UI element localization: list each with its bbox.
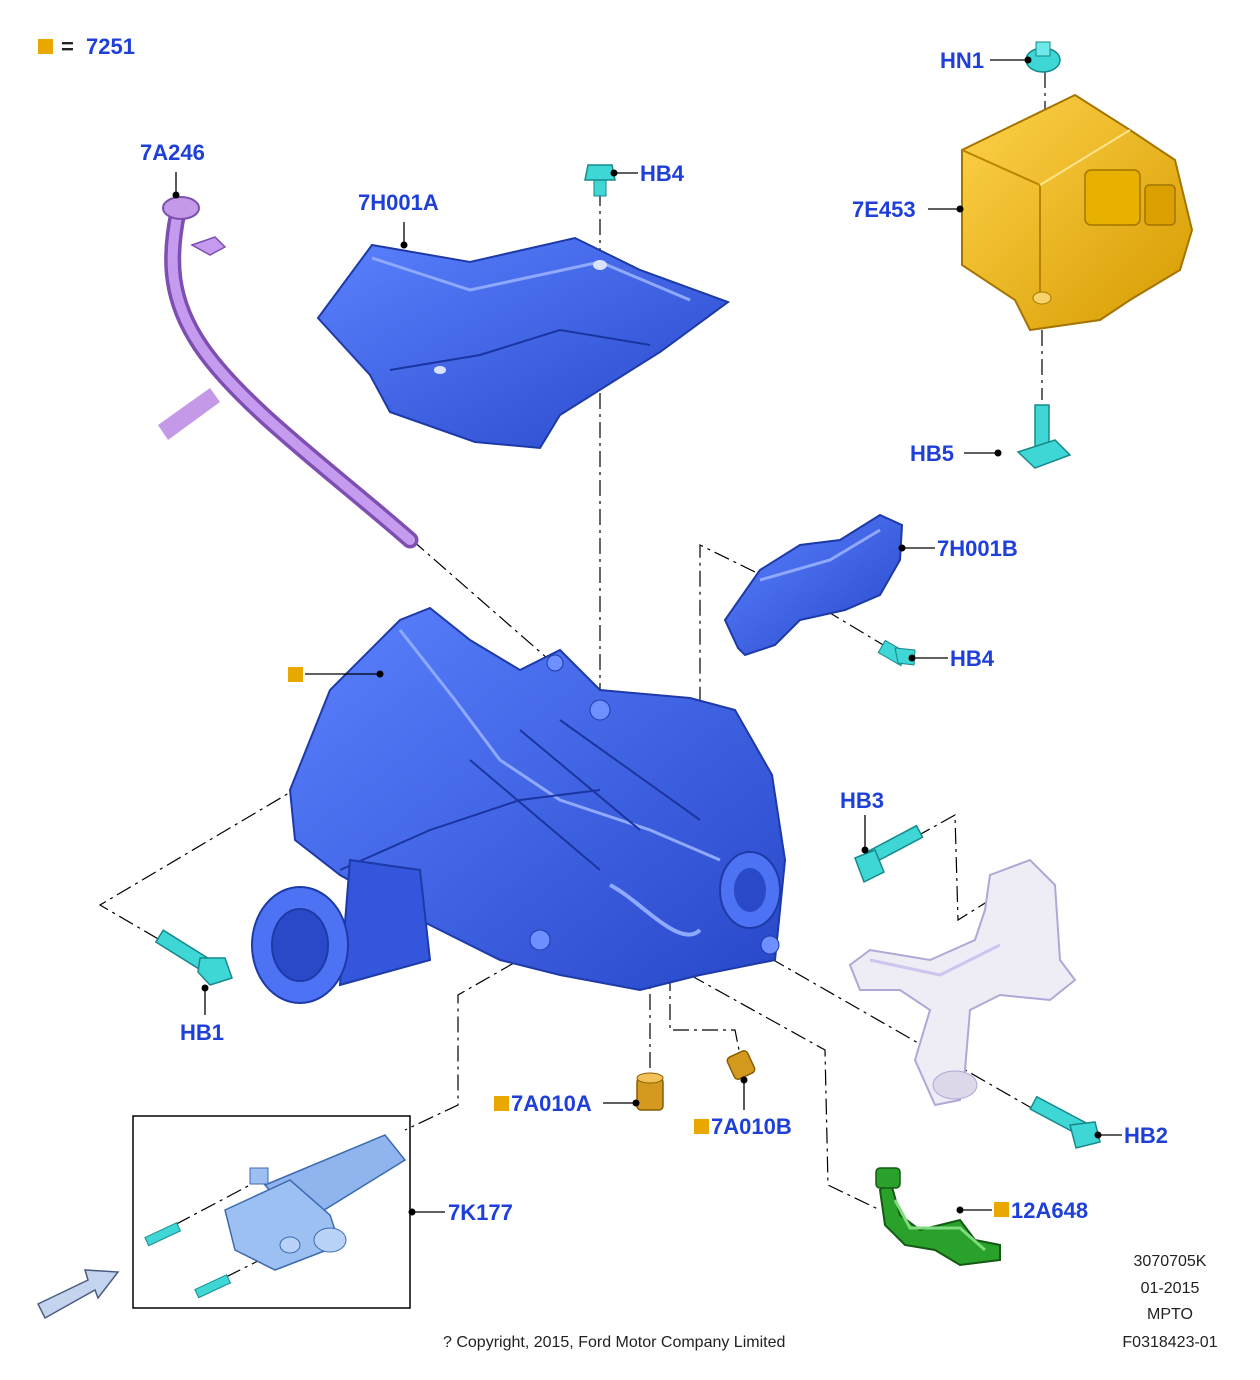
label-7k177: 7K177 [448, 1200, 513, 1225]
plug-7a010a-illustration [636, 1072, 664, 1111]
tube-12a648-illustration [875, 1167, 1001, 1267]
mounting-bracket-illustration [848, 858, 1077, 1107]
marker-housing [288, 667, 303, 682]
heat-shield-b-illustration [723, 513, 904, 657]
label-7e453: 7E453 [852, 197, 916, 222]
dipstick-tube-illustration [158, 196, 419, 549]
leader-lines [172, 56, 1122, 1216]
label-7a010b: 7A010B [711, 1114, 792, 1139]
stud-hb5-illustration [1016, 404, 1072, 469]
control-module-illustration [961, 93, 1194, 332]
plug-7a010b-illustration [726, 1050, 756, 1080]
drawing-model: MPTO [1147, 1306, 1193, 1323]
legend-equals: = [61, 34, 74, 59]
label-12a648: 12A648 [1011, 1198, 1088, 1223]
heat-shield-a-illustration [316, 236, 731, 450]
transfer-case-illustration [251, 606, 787, 1004]
label-hb5: HB5 [910, 441, 954, 466]
bolt-hb3-illustration [854, 824, 924, 884]
legend-swatch [38, 39, 53, 54]
label-7h001a: 7H001A [358, 190, 439, 215]
copyright-notice: ? Copyright, 2015, Ford Motor Company Li… [443, 1334, 785, 1351]
bolt-hb4-top-illustration [584, 164, 616, 197]
actuator-7k177-illustration [144, 1134, 407, 1299]
label-hb3: HB3 [840, 788, 884, 813]
label-hn1: HN1 [940, 48, 984, 73]
marker-12a648 [994, 1202, 1009, 1217]
drawing-date: 01-2015 [1141, 1280, 1200, 1297]
view-direction-arrow [36, 1269, 120, 1320]
bolt-hb4-right-illustration [877, 639, 916, 667]
label-hb4-right: HB4 [950, 646, 995, 671]
legend-code: 7251 [86, 34, 135, 59]
label-hb4-top: HB4 [640, 161, 685, 186]
nut-hn1-illustration [1025, 41, 1061, 73]
bolt-hb2-illustration [1029, 1095, 1101, 1149]
label-7a010a: 7A010A [511, 1091, 592, 1116]
label-7h001b: 7H001B [937, 536, 1018, 561]
label-hb1: HB1 [180, 1020, 224, 1045]
marker-7a010b [694, 1119, 709, 1134]
bolt-hb1-illustration [154, 929, 233, 986]
label-7a246: 7A246 [140, 140, 205, 165]
drawing-ref: F0318423-01 [1122, 1334, 1217, 1351]
marker-7a010a [494, 1096, 509, 1111]
label-hb2: HB2 [1124, 1123, 1168, 1148]
drawing-number: 3070705K [1134, 1253, 1207, 1270]
